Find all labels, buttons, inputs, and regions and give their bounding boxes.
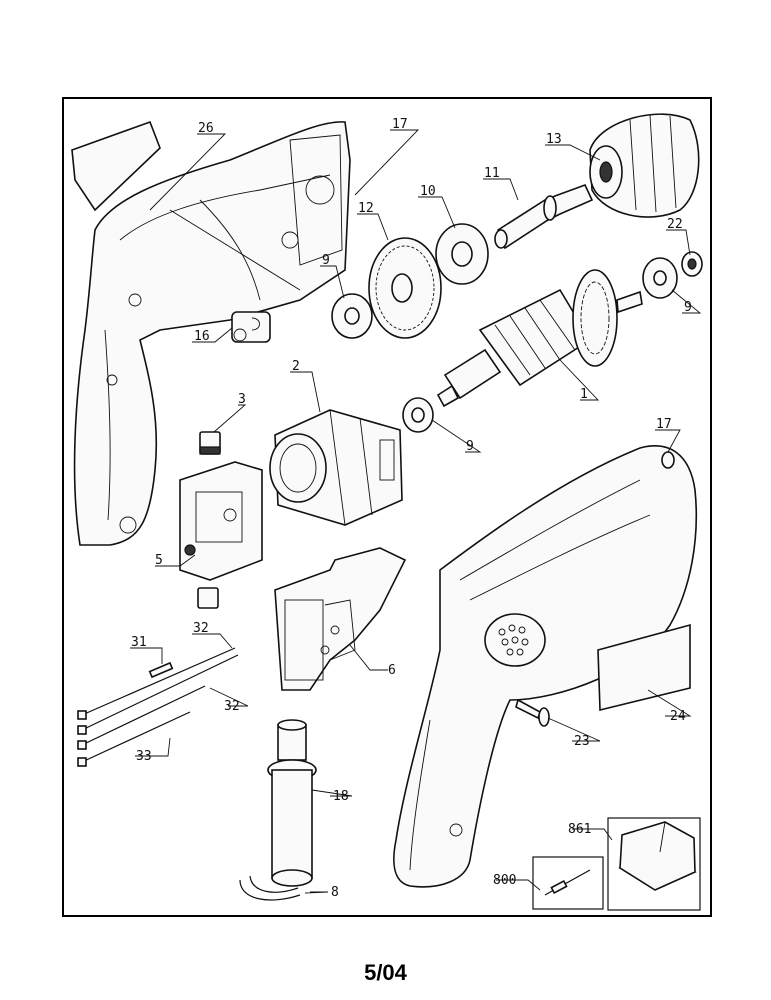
field-part-2 <box>269 409 403 526</box>
callout-24: 24 <box>670 709 686 724</box>
callout-12: 12 <box>358 201 374 216</box>
callout-33: 33 <box>136 749 152 764</box>
brush-holder-part-5 <box>179 461 263 609</box>
callout-8: 8 <box>331 885 339 900</box>
callout-1: 1 <box>580 387 588 402</box>
bearing-part-10 <box>435 223 489 285</box>
screw-part-23 <box>515 698 550 727</box>
callout-10: 10 <box>420 184 436 199</box>
chuck-part-13 <box>589 113 700 218</box>
switch-part-6 <box>274 547 407 691</box>
nameplate-part-24 <box>597 623 691 712</box>
left-housing-half <box>71 120 351 546</box>
spindle-part-11 <box>494 183 594 250</box>
callout-861: 861 <box>568 822 591 837</box>
callout-31: 31 <box>131 635 147 650</box>
callout-16: 16 <box>194 329 210 344</box>
callout-11: 11 <box>484 166 500 181</box>
date-code: 5/04 <box>364 960 407 985</box>
callout-17-bottom: 17 <box>656 417 672 432</box>
carbon-brush-part-3 <box>199 431 221 455</box>
callout-9-right: 9 <box>684 300 692 315</box>
callout-9-left: 9 <box>322 253 330 268</box>
callout-5: 5 <box>155 553 163 568</box>
armature-part-1 <box>436 269 643 408</box>
gear-part-12 <box>368 237 442 339</box>
callout-26: 26 <box>198 121 214 136</box>
callout-13: 13 <box>546 132 562 147</box>
callout-2: 2 <box>292 359 300 374</box>
callout-6: 6 <box>388 663 396 678</box>
callout-22: 22 <box>667 217 683 232</box>
bearing-part-9-left <box>331 293 373 339</box>
callout-18: 18 <box>333 789 349 804</box>
kitbox-part-861 <box>607 817 701 911</box>
diagram-frame <box>62 97 712 917</box>
callout-23: 23 <box>574 734 590 749</box>
callout-9-center: 9 <box>466 439 474 454</box>
callout-800: 800 <box>493 873 516 888</box>
bearing-part-9-center <box>402 397 434 433</box>
leader-lines <box>130 129 702 894</box>
brush-holder-part-16 <box>231 311 271 343</box>
assembled-housing-part-17 <box>393 445 698 888</box>
callout-32-top: 32 <box>193 621 209 636</box>
depth-rod-part-8 <box>239 875 301 901</box>
side-handle-part-18 <box>267 719 317 887</box>
callout-3: 3 <box>238 392 246 407</box>
washer-part-22 <box>681 251 703 277</box>
callout-17-top: 17 <box>392 117 408 132</box>
callout-32-bottom: 32 <box>224 699 240 714</box>
bearing-part-9-right <box>642 257 678 299</box>
lead-wires <box>77 647 239 767</box>
bit-part-800 <box>532 856 604 910</box>
